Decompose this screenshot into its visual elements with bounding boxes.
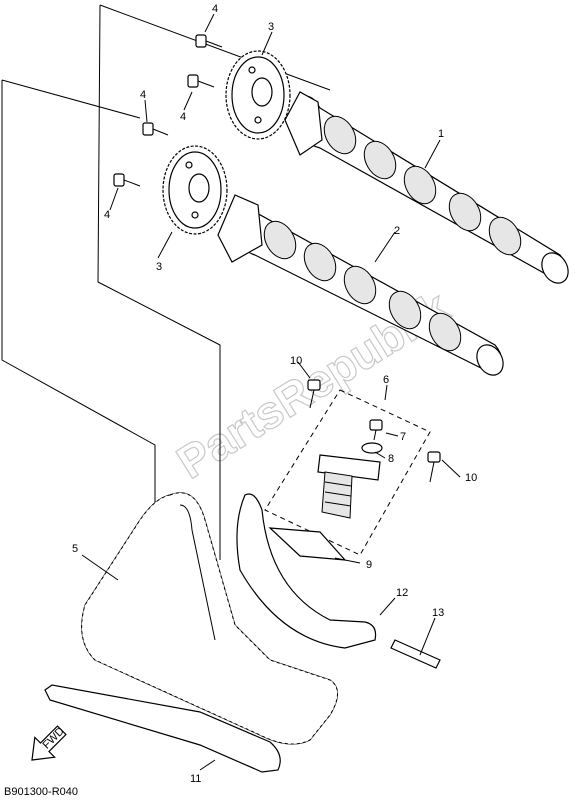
timing-chain [81, 492, 338, 745]
camshaft-2 [217, 194, 504, 376]
assembly-outline-frames [1, 4, 331, 646]
cam-sprocket-upper [225, 50, 291, 140]
chain-guide-12 [236, 493, 377, 649]
cam-sprocket-lower [162, 145, 228, 235]
callout-10: 10 [465, 472, 477, 484]
callout-4: 4 [140, 89, 146, 101]
callout-13: 13 [432, 607, 444, 619]
diagram-code: B901300-R040 [4, 786, 78, 798]
callout-6: 6 [383, 374, 389, 386]
bolt-icon [187, 74, 215, 88]
callout-2: 2 [394, 225, 400, 237]
chain-tensioner [317, 419, 383, 519]
callout-5: 5 [72, 543, 78, 555]
camshaft-1 [284, 91, 569, 284]
leader-lines [81, 13, 461, 771]
callout-12: 12 [396, 587, 408, 599]
bolt-icon [427, 451, 441, 483]
callout-11: 11 [190, 773, 201, 785]
callout-1: 1 [438, 128, 444, 140]
callout-7: 7 [400, 431, 406, 443]
callout-8: 8 [388, 453, 394, 465]
callout-10: 10 [290, 355, 302, 367]
callout-4: 4 [212, 3, 218, 15]
callout-labels: 1 2 3 3 4 4 4 4 5 6 7 8 9 10 10 11 12 13 [72, 3, 477, 785]
fwd-arrow-icon: FWD [31, 725, 67, 761]
tensioner-gasket [268, 527, 347, 561]
callout-9: 9 [366, 559, 372, 571]
sprocket-bolts [113, 34, 223, 187]
bolt-icon [195, 34, 223, 48]
guide-pin [390, 639, 441, 669]
bolt-icon [113, 173, 141, 187]
chain-guide-11 [44, 684, 281, 773]
callout-3: 3 [156, 261, 162, 273]
tensioner-assembly-dashed-box [264, 389, 431, 556]
callout-4: 4 [104, 209, 110, 221]
bolt-icon [307, 379, 321, 409]
tensioner-bolts [307, 379, 441, 483]
callout-3: 3 [268, 21, 274, 33]
bolt-icon [142, 122, 169, 136]
callout-4: 4 [180, 111, 186, 123]
